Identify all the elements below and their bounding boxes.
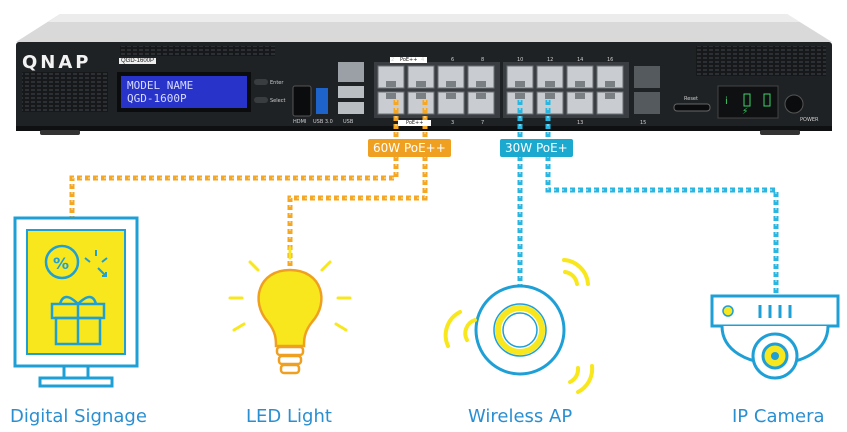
status-led-panel (717, 85, 779, 119)
ethernet-port-latch (416, 93, 426, 99)
hdmi-label: HDMI (293, 119, 307, 125)
ethernet-port-latch (476, 81, 486, 87)
model-tag: QGD-1600P (119, 58, 157, 64)
ethernet-ports (377, 65, 624, 115)
reset-slot[interactable] (673, 103, 711, 112)
reset-label: Reset (684, 96, 698, 102)
usb3-label: USB 3.0 (313, 119, 333, 125)
usb3-port[interactable] (316, 88, 328, 114)
ethernet-port-7[interactable] (437, 91, 465, 115)
port-number-bottom: 7 (481, 120, 485, 126)
ethernet-port-15[interactable] (566, 91, 594, 115)
poe-tag-bottom: PoE++ (398, 120, 432, 126)
enter-label: Enter (270, 80, 284, 86)
ethernet-port-9[interactable] (506, 65, 534, 89)
light-bulb-icon (228, 246, 352, 375)
ethernet-port-4[interactable] (467, 65, 495, 89)
lcd-line-1: MODEL NAME (127, 79, 194, 92)
usb-port-a[interactable] (338, 86, 364, 98)
sfp-port-2[interactable] (634, 92, 660, 114)
port-number-bottom: 15 (640, 120, 647, 126)
lcd-line-2: QGD-1600P (127, 92, 187, 105)
device-label-led-light: LED Light (246, 406, 332, 427)
led-i-icon: i (725, 96, 728, 107)
led-battery-icon-2 (763, 93, 771, 107)
ethernet-port-10[interactable] (536, 65, 564, 89)
port-number-top: 14 (577, 57, 584, 63)
led-bolt-icon: ⚡ (742, 107, 748, 117)
port-number-top: 16 (607, 57, 614, 63)
poe-plus-badge: 30W PoE+ (500, 139, 573, 157)
switch-foot-left (40, 130, 80, 135)
ethernet-port-latch (605, 81, 615, 87)
select-button[interactable] (254, 97, 268, 103)
ethernet-port-2[interactable] (407, 65, 435, 89)
device-label-wireless-ap: Wireless AP (468, 406, 573, 427)
switch-top-highlight (48, 14, 800, 22)
vent-top-left (120, 46, 275, 56)
brand-logo: QNAP (22, 52, 92, 73)
cable-signage-texture (71, 100, 397, 218)
select-label: Select (270, 98, 286, 104)
port-number-top: 12 (547, 57, 554, 63)
switch-foot-right (760, 130, 800, 135)
ethernet-port-16[interactable] (596, 91, 624, 115)
ethernet-port-latch (605, 93, 615, 99)
enter-button[interactable] (254, 79, 268, 85)
ethernet-port-latch (545, 93, 555, 99)
poe-tag-top: PoE++ (390, 57, 428, 63)
device-label-digital-signage: Digital Signage (10, 406, 147, 427)
ethernet-port-latch (446, 93, 456, 99)
ethernet-port-8[interactable] (467, 91, 495, 115)
hdmi-port[interactable] (292, 85, 312, 117)
ethernet-port-latch (416, 81, 426, 87)
port-number-top: 10 (517, 57, 524, 63)
sfp-port-1[interactable] (634, 66, 660, 88)
ethernet-port-latch (386, 93, 396, 99)
ethernet-port-latch (446, 81, 456, 87)
ethernet-port-latch (545, 81, 555, 87)
port-number-top: 6 (451, 57, 455, 63)
ethernet-port-latch (515, 81, 525, 87)
port-number-bottom: 3 (451, 120, 455, 126)
vent-left (22, 72, 108, 112)
ip-camera-icon (710, 294, 840, 380)
wireless-ap-icon (443, 258, 595, 394)
mgmt-port[interactable] (338, 62, 364, 82)
port-number-top: 2 (391, 57, 395, 63)
ethernet-port-latch (386, 81, 396, 87)
usb-label: USB (343, 119, 354, 125)
vent-right (696, 46, 826, 76)
power-label: POWER (800, 117, 819, 123)
poe-plus-plus-badge: 60W PoE++ (368, 139, 451, 157)
ethernet-port-latch (515, 93, 525, 99)
led-battery-icon (743, 93, 751, 107)
lcd-display: MODEL NAME QGD-1600P (121, 76, 247, 108)
ethernet-port-latch (476, 93, 486, 99)
port-number-top: 4 (421, 57, 425, 63)
ethernet-port-1[interactable] (377, 65, 405, 89)
ethernet-port-3[interactable] (437, 65, 465, 89)
power-button[interactable] (784, 94, 804, 114)
port-number-top: 8 (481, 57, 485, 63)
ethernet-port-11[interactable] (566, 65, 594, 89)
ethernet-port-12[interactable] (596, 65, 624, 89)
device-label-ip-camera: IP Camera (732, 406, 825, 427)
usb-port-b[interactable] (338, 102, 364, 114)
svg-text:%: % (53, 254, 69, 273)
port-number-bottom: 13 (577, 120, 584, 126)
digital-signage-icon: % (13, 216, 139, 388)
ethernet-port-latch (575, 93, 585, 99)
ethernet-port-latch (575, 81, 585, 87)
